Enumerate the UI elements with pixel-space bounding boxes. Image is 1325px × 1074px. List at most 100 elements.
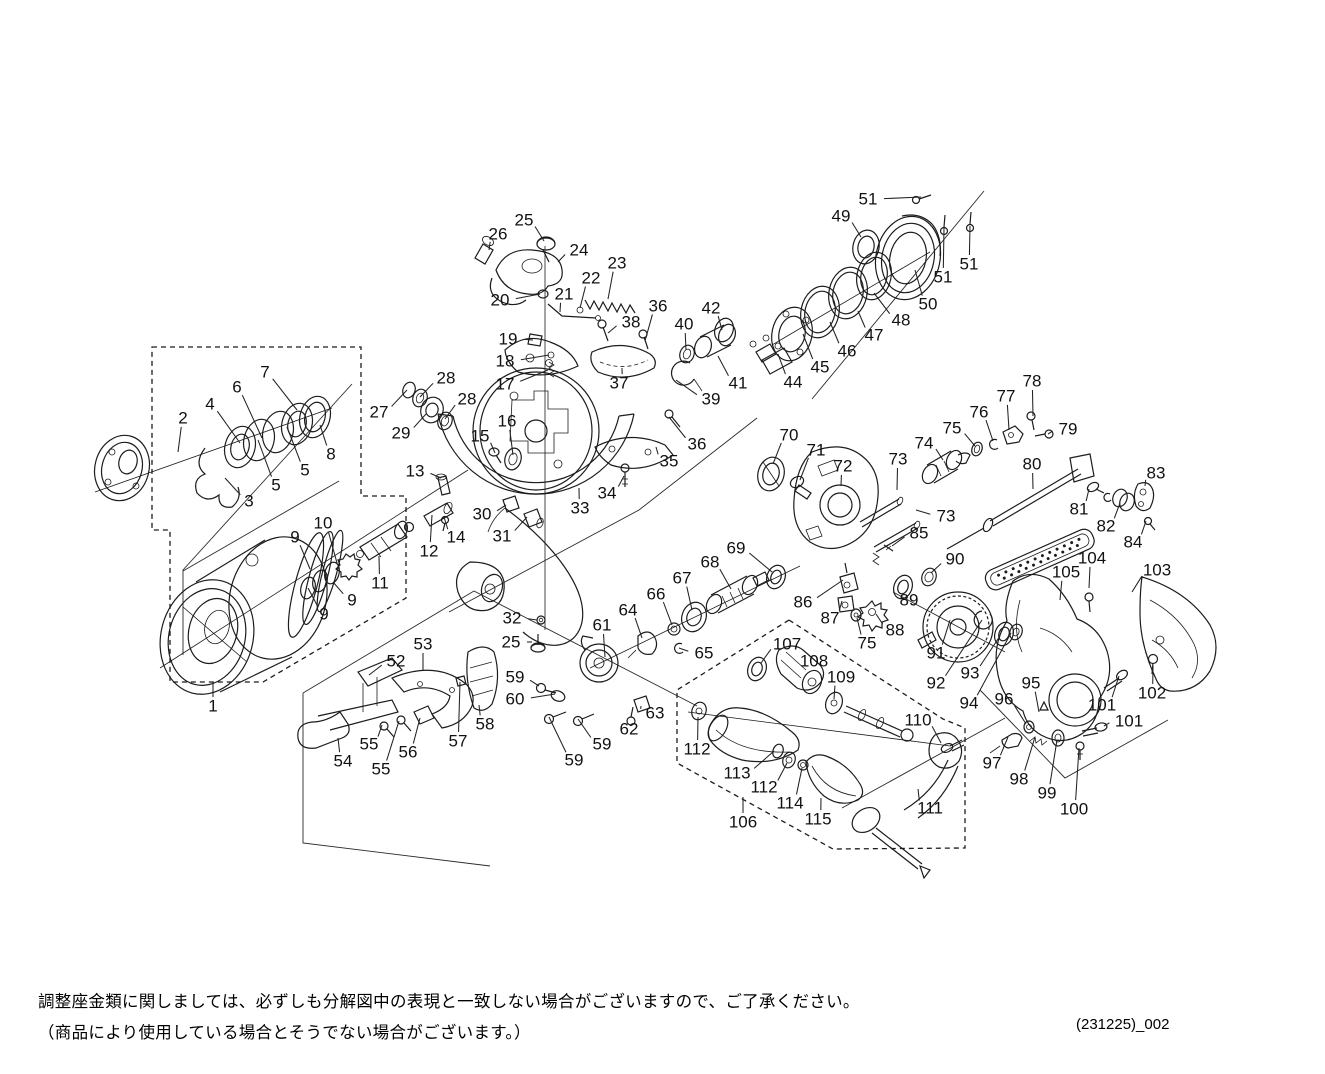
leader-line-81 [1085, 488, 1090, 502]
leader-line-30 [496, 504, 507, 512]
part-label-76: 76 [970, 403, 989, 422]
part-label-25: 25 [515, 211, 534, 230]
part-label-73: 73 [937, 507, 956, 526]
leader-line-114 [795, 767, 803, 795]
part-label-4: 4 [205, 395, 214, 414]
part-label-11: 11 [371, 574, 389, 593]
part-label-29: 29 [392, 424, 411, 443]
document-id: (231225)_002 [1076, 1016, 1170, 1033]
leader-line-111 [917, 788, 920, 801]
part-label-50: 50 [919, 295, 938, 314]
leader-line-22 [579, 286, 587, 309]
part-label-100: 100 [1060, 800, 1088, 819]
part-label-108: 108 [800, 652, 828, 671]
part-label-81: 81 [1070, 500, 1089, 519]
part-label-12: 12 [420, 542, 439, 561]
part-label-14: 14 [447, 528, 466, 547]
part-label-1: 1 [208, 697, 217, 716]
leader-line-74 [935, 448, 944, 461]
leader-line-28 [419, 382, 434, 398]
part-label-7: 7 [260, 363, 269, 382]
part-label-111: 111 [917, 799, 943, 818]
leader-line-23 [607, 271, 614, 300]
leader-line-46 [829, 321, 840, 344]
leader-line-59 [577, 718, 592, 738]
part-label-102: 102 [1138, 684, 1166, 703]
leader-line-28 [444, 404, 456, 420]
part-label-110: 110 [904, 711, 931, 730]
leader-line-44 [777, 353, 786, 375]
leader-line-56 [412, 717, 421, 744]
part-label-60: 60 [506, 690, 525, 709]
bail-guard-group [297, 646, 499, 749]
leader-line-104 [1088, 566, 1091, 589]
leader-line-59 [548, 716, 567, 753]
part-label-104: 104 [1078, 549, 1106, 568]
part-label-61: 61 [593, 616, 612, 635]
part-label-71: 71 [807, 441, 826, 460]
part-label-24: 24 [570, 241, 589, 260]
leader-line-101 [1103, 722, 1110, 727]
leader-line-65 [678, 647, 689, 652]
leader-line-50 [914, 269, 923, 296]
leader-line-51 [942, 227, 945, 269]
leader-line-66 [662, 601, 673, 626]
leader-line-97 [999, 736, 1009, 756]
part-label-17: 17 [496, 375, 515, 394]
part-label-96: 96 [995, 690, 1014, 709]
part-label-112: 112 [683, 740, 710, 759]
leader-line-6 [241, 394, 263, 439]
leader-line-48 [873, 292, 891, 314]
leader-line-26 [488, 241, 491, 251]
part-label-59: 59 [506, 668, 525, 687]
leader-line-99 [1049, 739, 1058, 785]
leader-line-4 [216, 410, 241, 444]
anti-twist-stack [402, 381, 453, 431]
part-label-68: 68 [701, 553, 720, 572]
part-label-90: 90 [946, 550, 965, 569]
leader-line-103 [1131, 575, 1143, 593]
leader-line-10 [327, 531, 338, 564]
leader-line-42 [717, 315, 723, 331]
leader-line-94 [976, 632, 1012, 696]
leader-line-75 [856, 617, 862, 635]
part-label-45: 45 [811, 358, 830, 377]
part-label-9: 9 [290, 528, 299, 547]
leader-line-31 [514, 516, 528, 531]
leader-line-96 [1014, 705, 1027, 725]
part-label-99: 99 [1038, 784, 1057, 803]
part-label-47: 47 [865, 326, 884, 345]
leader-line-109 [833, 685, 836, 700]
leader-line-52 [368, 664, 383, 676]
part-label-63: 63 [646, 704, 665, 723]
part-label-62: 62 [620, 720, 639, 739]
leader-line-45 [802, 333, 814, 360]
part-label-37: 37 [610, 374, 629, 393]
leader-line-110 [931, 726, 942, 744]
leader-line-20 [515, 293, 541, 300]
part-label-9: 9 [347, 591, 356, 610]
part-label-53: 53 [414, 635, 433, 654]
part-label-19: 19 [499, 330, 518, 349]
part-label-5: 5 [271, 476, 280, 495]
footer-disclaimer: 調整座金類に関しましては、必ずしも分解図中の表現と一致しない場合がございますので… [38, 987, 860, 1049]
part-label-28: 28 [458, 390, 477, 409]
leader-line-57 [458, 681, 461, 733]
construction-planes [94, 190, 1169, 867]
part-label-13: 13 [406, 462, 425, 481]
leader-line-27 [391, 389, 408, 407]
leader-line-17 [520, 369, 549, 382]
leader-line-51 [968, 225, 971, 256]
leader-line-25 [534, 226, 545, 242]
part-label-21: 21 [555, 285, 574, 304]
part-label-101: 101 [1115, 712, 1143, 731]
drag-knob-stack [93, 395, 332, 508]
part-label-46: 46 [838, 342, 857, 361]
body-front-group [757, 411, 1054, 553]
part-label-67: 67 [673, 569, 692, 588]
part-label-78: 78 [1023, 372, 1042, 391]
leader-line-21 [559, 302, 562, 313]
part-label-55: 55 [372, 760, 391, 779]
leader-line-5 [257, 439, 273, 477]
